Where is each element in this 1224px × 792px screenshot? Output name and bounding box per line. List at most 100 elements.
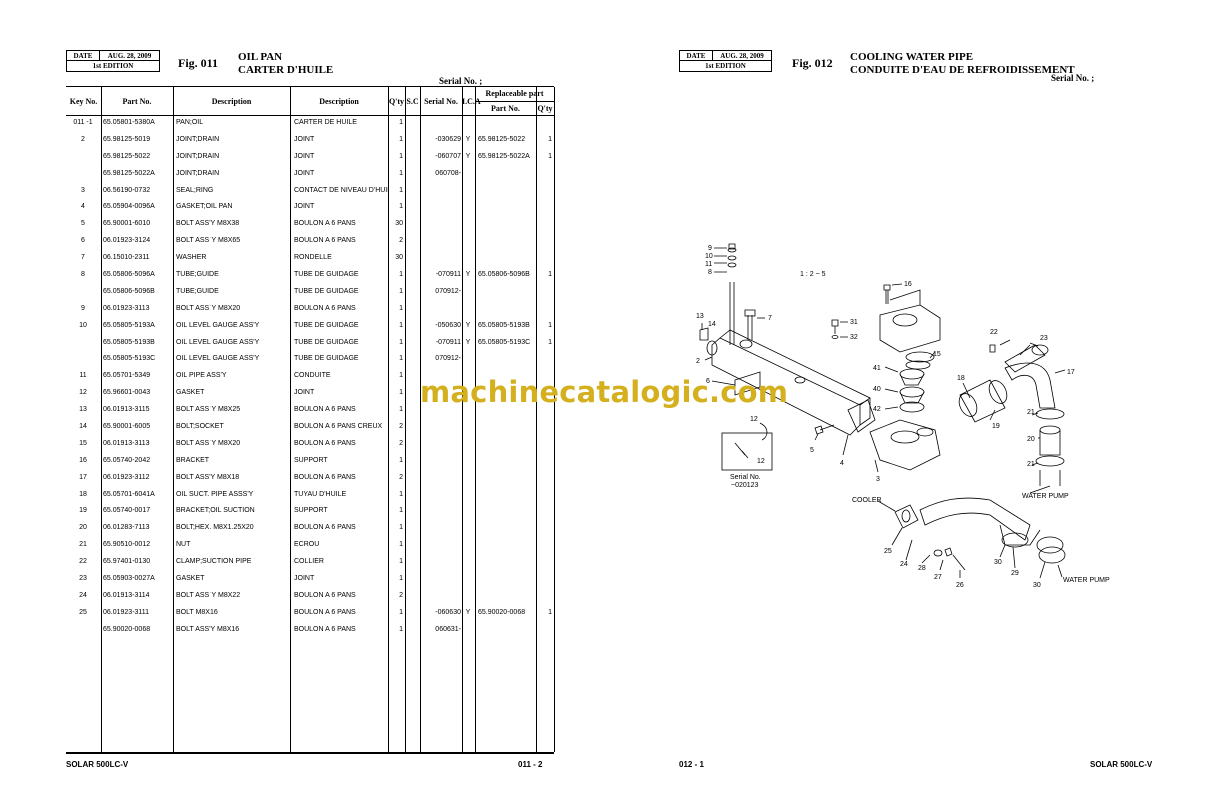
cell-pn: 06.01923-3124 (103, 237, 151, 245)
cell-rq: 1 (548, 152, 552, 160)
callout-27: 27 (934, 574, 942, 581)
cell-pn: 06.15010-2311 (103, 254, 150, 262)
cell-key: 24 (79, 591, 87, 599)
left-date-box: DATE AUG. 28, 2009 1st EDITION (66, 50, 160, 72)
callout-40: 40 (873, 386, 881, 393)
watermark: machinecatalogic.com (420, 375, 789, 409)
callout-41: 41 (873, 365, 881, 372)
cell-d1: BOLT ASS'Y M8X16 (176, 625, 240, 633)
cell-key: 11 (79, 372, 87, 380)
cell-d2: SUPPORT (294, 456, 328, 464)
cell-qty: 1 (399, 507, 403, 515)
cell-d1: BOLT M8X16 (176, 608, 218, 616)
header-description-fr: Description (319, 97, 359, 106)
cell-pn: 06.56190-0732 (103, 186, 151, 194)
cell-d1: NUT (176, 541, 191, 549)
scale-label: 1 : 2 ~ 5 (800, 271, 826, 278)
left-edition: 1st EDITION (92, 62, 134, 70)
callout-30b: 30 (1033, 582, 1041, 589)
callout-7: 7 (768, 315, 772, 322)
cell-qty: 30 (395, 254, 403, 262)
left-footer-page: 011 - 2 (518, 760, 543, 769)
cell-d1: GASKET (176, 389, 205, 397)
cell-d2: TUBE DE GUIDAGE (294, 271, 359, 279)
callout-15: 15 (933, 351, 941, 358)
cell-qty: 2 (399, 473, 403, 481)
header-rep-part-no: Part No. (491, 104, 520, 113)
cell-d2: BOULON A 6 PANS CREUX (294, 423, 383, 431)
cell-sn: 070912- (435, 287, 461, 295)
cell-d1: OIL SUCT. PIPE ASSS'Y (176, 490, 254, 498)
cell-qty: 1 (399, 490, 403, 498)
header-serial-no: Serial No. (424, 97, 458, 106)
cell-rpn: 65.05805-5193C (478, 338, 531, 346)
cell-d1: OIL LEVEL GAUGE ASS'Y (176, 321, 260, 329)
callout-42: 42 (873, 406, 881, 413)
cell-d1: TUBE;GUIDE (176, 287, 219, 295)
left-serial-label: Serial No. ; (439, 76, 483, 86)
header-rep-qty: Q'ty (537, 104, 553, 113)
cell-d2: TUBE DE GUIDAGE (294, 338, 359, 346)
cell-qty: 1 (399, 355, 403, 363)
cell-d2: JOINT (294, 135, 315, 143)
cell-d2: CONTACT DE NIVEAU D'HUILE (294, 186, 388, 194)
callout-11: 11 (705, 261, 712, 268)
cell-d2: BOULON A 6 PANS (294, 220, 356, 228)
cell-ica: Y (465, 338, 471, 346)
cell-key: 9 (81, 304, 85, 312)
cell-pn: 65.05806-5096B (103, 287, 155, 295)
cell-pn: 06.01283-7113 (103, 524, 150, 532)
callout-14: 14 (708, 321, 716, 328)
cooler-label: COOLER (852, 497, 882, 504)
cell-ica: Y (465, 608, 471, 616)
cell-pn: 65.90001-6010 (103, 220, 151, 228)
cell-d2: TUYAU D'HUILE (294, 490, 347, 498)
cell-qty: 1 (399, 625, 403, 633)
cell-qty: 2 (399, 591, 403, 599)
cell-d1: BOLT ASS`Y M8X20 (176, 439, 241, 447)
callout-31: 31 (850, 319, 858, 326)
cell-rpn: 65.05805-5193B (478, 321, 530, 329)
cell-d1: BRACKET (176, 456, 210, 464)
callout-17: 17 (1067, 369, 1075, 376)
cell-d2: CARTER DE HUILE (294, 119, 357, 126)
cell-qty: 1 (399, 152, 403, 160)
cell-key: 19 (79, 507, 87, 515)
cell-d1: BOLT ASS'Y M8X38 (176, 220, 240, 228)
cell-d2: JOINT (294, 203, 315, 211)
cell-key: 2 (81, 135, 85, 143)
cell-key: 22 (79, 558, 87, 566)
callout-26: 26 (956, 582, 964, 589)
cell-pn: 65.98125-5019 (103, 135, 151, 143)
cell-d2: BOULON A 6 PANS (294, 439, 356, 447)
cell-key: 25 (79, 608, 87, 616)
cell-d1: BOLT ASS`Y M8X20 (176, 304, 241, 312)
cell-key: 12 (79, 389, 87, 397)
left-title-fr: CARTER D'HUILE (238, 64, 334, 76)
cell-pn: 65.96601-0043 (103, 389, 151, 397)
cell-pn: 06.01913-3115 (103, 406, 150, 414)
cell-rpn: 65.98125-5022A (478, 152, 530, 160)
cell-d1: JOINT;DRAIN (176, 152, 220, 160)
cell-rq: 1 (548, 608, 552, 616)
callout-21: 21 (1027, 409, 1035, 416)
callout-2: 2 (696, 358, 700, 365)
cell-ica: Y (465, 152, 471, 160)
callout-9: 9 (708, 245, 712, 252)
cell-d1: BOLT ASS`Y M8X25 (176, 406, 241, 414)
cell-pn: 65.05740-0017 (103, 507, 151, 515)
header-key-no: Key No. (69, 97, 98, 106)
cell-rpn: 65.05806-5096B (478, 271, 530, 279)
